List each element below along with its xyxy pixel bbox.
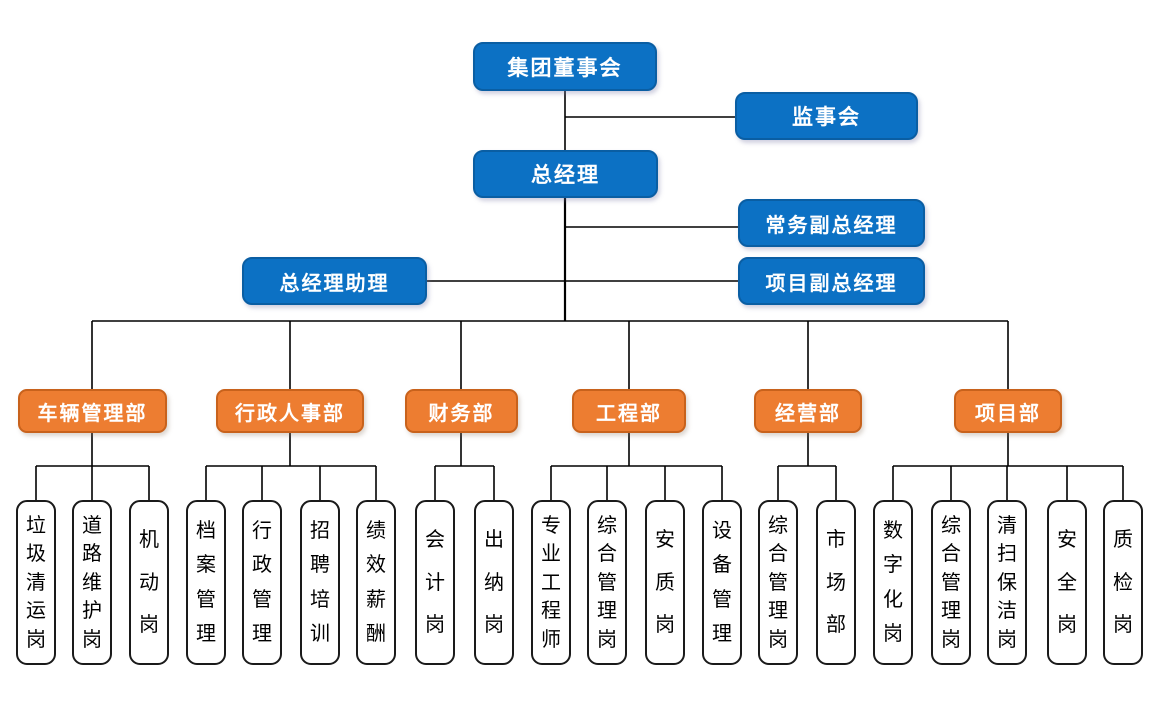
job-label: 综合管理岗 — [597, 514, 617, 651]
job-label: 机动岗 — [139, 528, 159, 637]
job-recruiting-training: 招聘培训 — [300, 500, 340, 665]
job-label: 道路维护岗 — [82, 514, 102, 651]
job-label: 清扫保洁岗 — [997, 514, 1017, 651]
job-sweeping-cleaning: 清扫保洁岗 — [987, 500, 1027, 665]
job-safety-quality: 安质岗 — [645, 500, 685, 665]
node-board: 集团董事会 — [473, 42, 657, 91]
job-label: 专业工程师 — [541, 514, 561, 651]
job-general-management-engineering: 综合管理岗 — [587, 500, 627, 665]
dept-vehicle-management: 车辆管理部 — [18, 389, 167, 433]
job-label: 招聘培训 — [310, 520, 330, 645]
dept-project: 项目部 — [954, 389, 1062, 433]
job-digitalization: 数字化岗 — [873, 500, 913, 665]
job-mobile-post: 机动岗 — [129, 500, 169, 665]
job-accountant: 会计岗 — [415, 500, 455, 665]
job-label: 综合管理岗 — [941, 514, 961, 651]
job-label: 市场部 — [826, 528, 846, 637]
job-label: 档案管理 — [196, 520, 216, 645]
job-road-maintenance: 道路维护岗 — [72, 500, 112, 665]
job-label: 数字化岗 — [883, 520, 903, 645]
job-label: 行政管理 — [252, 520, 272, 645]
job-market-department: 市场部 — [816, 500, 856, 665]
job-equipment-management: 设备管理 — [702, 500, 742, 665]
job-performance-compensation: 绩效薪酬 — [356, 500, 396, 665]
node-executive-deputy-gm: 常务副总经理 — [738, 199, 925, 247]
job-label: 综合管理岗 — [768, 514, 788, 651]
job-safety: 安全岗 — [1047, 500, 1087, 665]
node-general-manager: 总经理 — [473, 150, 658, 198]
dept-finance: 财务部 — [405, 389, 518, 433]
node-project-deputy-gm: 项目副总经理 — [738, 257, 925, 305]
job-quality-inspection: 质检岗 — [1103, 500, 1143, 665]
job-archives-management: 档案管理 — [186, 500, 226, 665]
job-professional-engineer: 专业工程师 — [531, 500, 571, 665]
job-label: 安质岗 — [655, 528, 675, 637]
job-label: 会计岗 — [425, 528, 445, 637]
job-label: 设备管理 — [712, 520, 732, 645]
dept-operations: 经营部 — [754, 389, 862, 433]
job-label: 出纳岗 — [484, 528, 504, 637]
dept-engineering: 工程部 — [572, 389, 686, 433]
job-cashier: 出纳岗 — [474, 500, 514, 665]
node-gm-assistant: 总经理助理 — [242, 257, 427, 305]
job-admin-management: 行政管理 — [242, 500, 282, 665]
dept-admin-hr: 行政人事部 — [216, 389, 364, 433]
job-label: 质检岗 — [1113, 528, 1133, 637]
node-supervisory-board: 监事会 — [735, 92, 918, 140]
job-label: 垃圾清运岗 — [26, 514, 46, 651]
job-garbage-removal: 垃圾清运岗 — [16, 500, 56, 665]
job-label: 安全岗 — [1057, 528, 1077, 637]
job-general-management-operations: 综合管理岗 — [758, 500, 798, 665]
job-general-management-project: 综合管理岗 — [931, 500, 971, 665]
job-label: 绩效薪酬 — [366, 520, 386, 645]
